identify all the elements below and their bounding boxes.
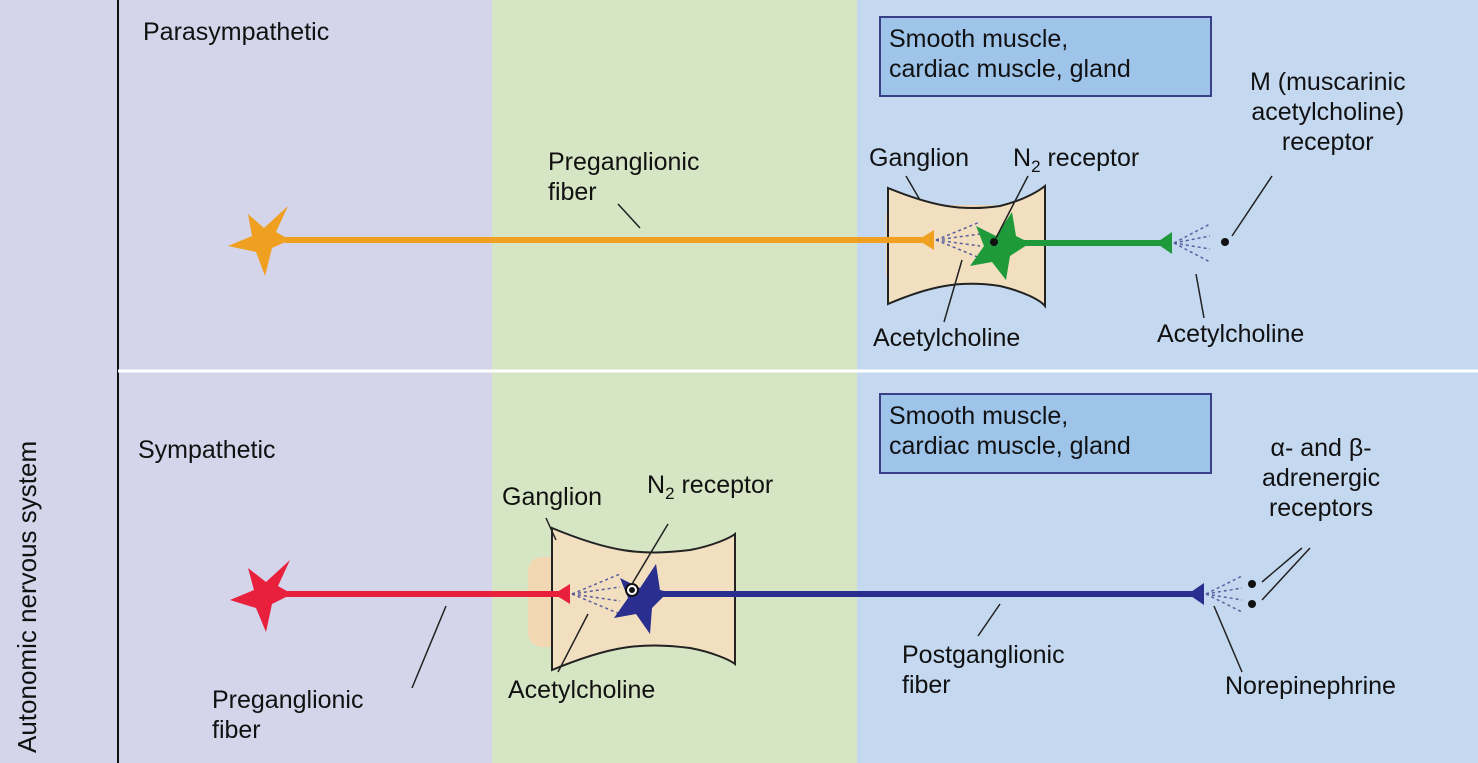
sympathetic-effector-box: Smooth muscle, cardiac muscle, gland — [879, 393, 1212, 474]
parasympathetic-target-acetylcholine-label: Acetylcholine — [1157, 319, 1304, 349]
sympathetic-norepinephrine-label: Norepinephrine — [1225, 671, 1396, 701]
parasympathetic-n2-receptor-label: N2 receptor — [1013, 143, 1139, 182]
sympathetic-n2-receptor-label: N2 receptor — [647, 470, 773, 509]
sympathetic-n2-sub: 2 — [665, 484, 674, 503]
sympathetic-adrenergic-receptor-dot-2 — [1248, 600, 1256, 608]
sympathetic-postganglionic-label: Postganglionic fiber — [902, 640, 1065, 700]
parasympathetic-title: Parasympathetic — [143, 17, 329, 47]
sympathetic-adrenergic-receptor-dot-1 — [1248, 580, 1256, 588]
sympathetic-ganglion-label: Ganglion — [502, 482, 602, 512]
sympathetic-acetylcholine-label: Acetylcholine — [508, 675, 655, 705]
parasympathetic-n2-tail: receptor — [1041, 144, 1140, 172]
parasympathetic-preganglionic-label: Preganglionic fiber — [548, 147, 700, 207]
sympathetic-preganglionic-label: Preganglionic fiber — [212, 685, 364, 745]
parasympathetic-n2-sub: 2 — [1031, 157, 1040, 176]
parasympathetic-m-receptor-label: M (muscarinic acetylcholine) receptor — [1250, 67, 1406, 157]
band-left — [0, 0, 492, 763]
sympathetic-n2-receptor-dot-core — [629, 587, 635, 593]
sympathetic-adrenergic-receptors-label: α- and β- adrenergic receptors — [1262, 433, 1380, 523]
band-middle — [492, 0, 857, 763]
parasympathetic-ganglion-label: Ganglion — [869, 143, 969, 173]
parasympathetic-m-receptor-dot — [1221, 238, 1229, 246]
sympathetic-n2-main: N — [647, 471, 665, 499]
parasympathetic-effector-box: Smooth muscle, cardiac muscle, gland — [879, 16, 1212, 97]
side-label: Autonomic nervous system — [12, 441, 43, 753]
parasympathetic-n2-receptor-dot — [990, 238, 998, 246]
parasympathetic-acetylcholine-label: Acetylcholine — [873, 323, 1020, 353]
sympathetic-title: Sympathetic — [138, 435, 276, 465]
sympathetic-n2-tail: receptor — [675, 471, 774, 499]
parasympathetic-n2-main: N — [1013, 144, 1031, 172]
